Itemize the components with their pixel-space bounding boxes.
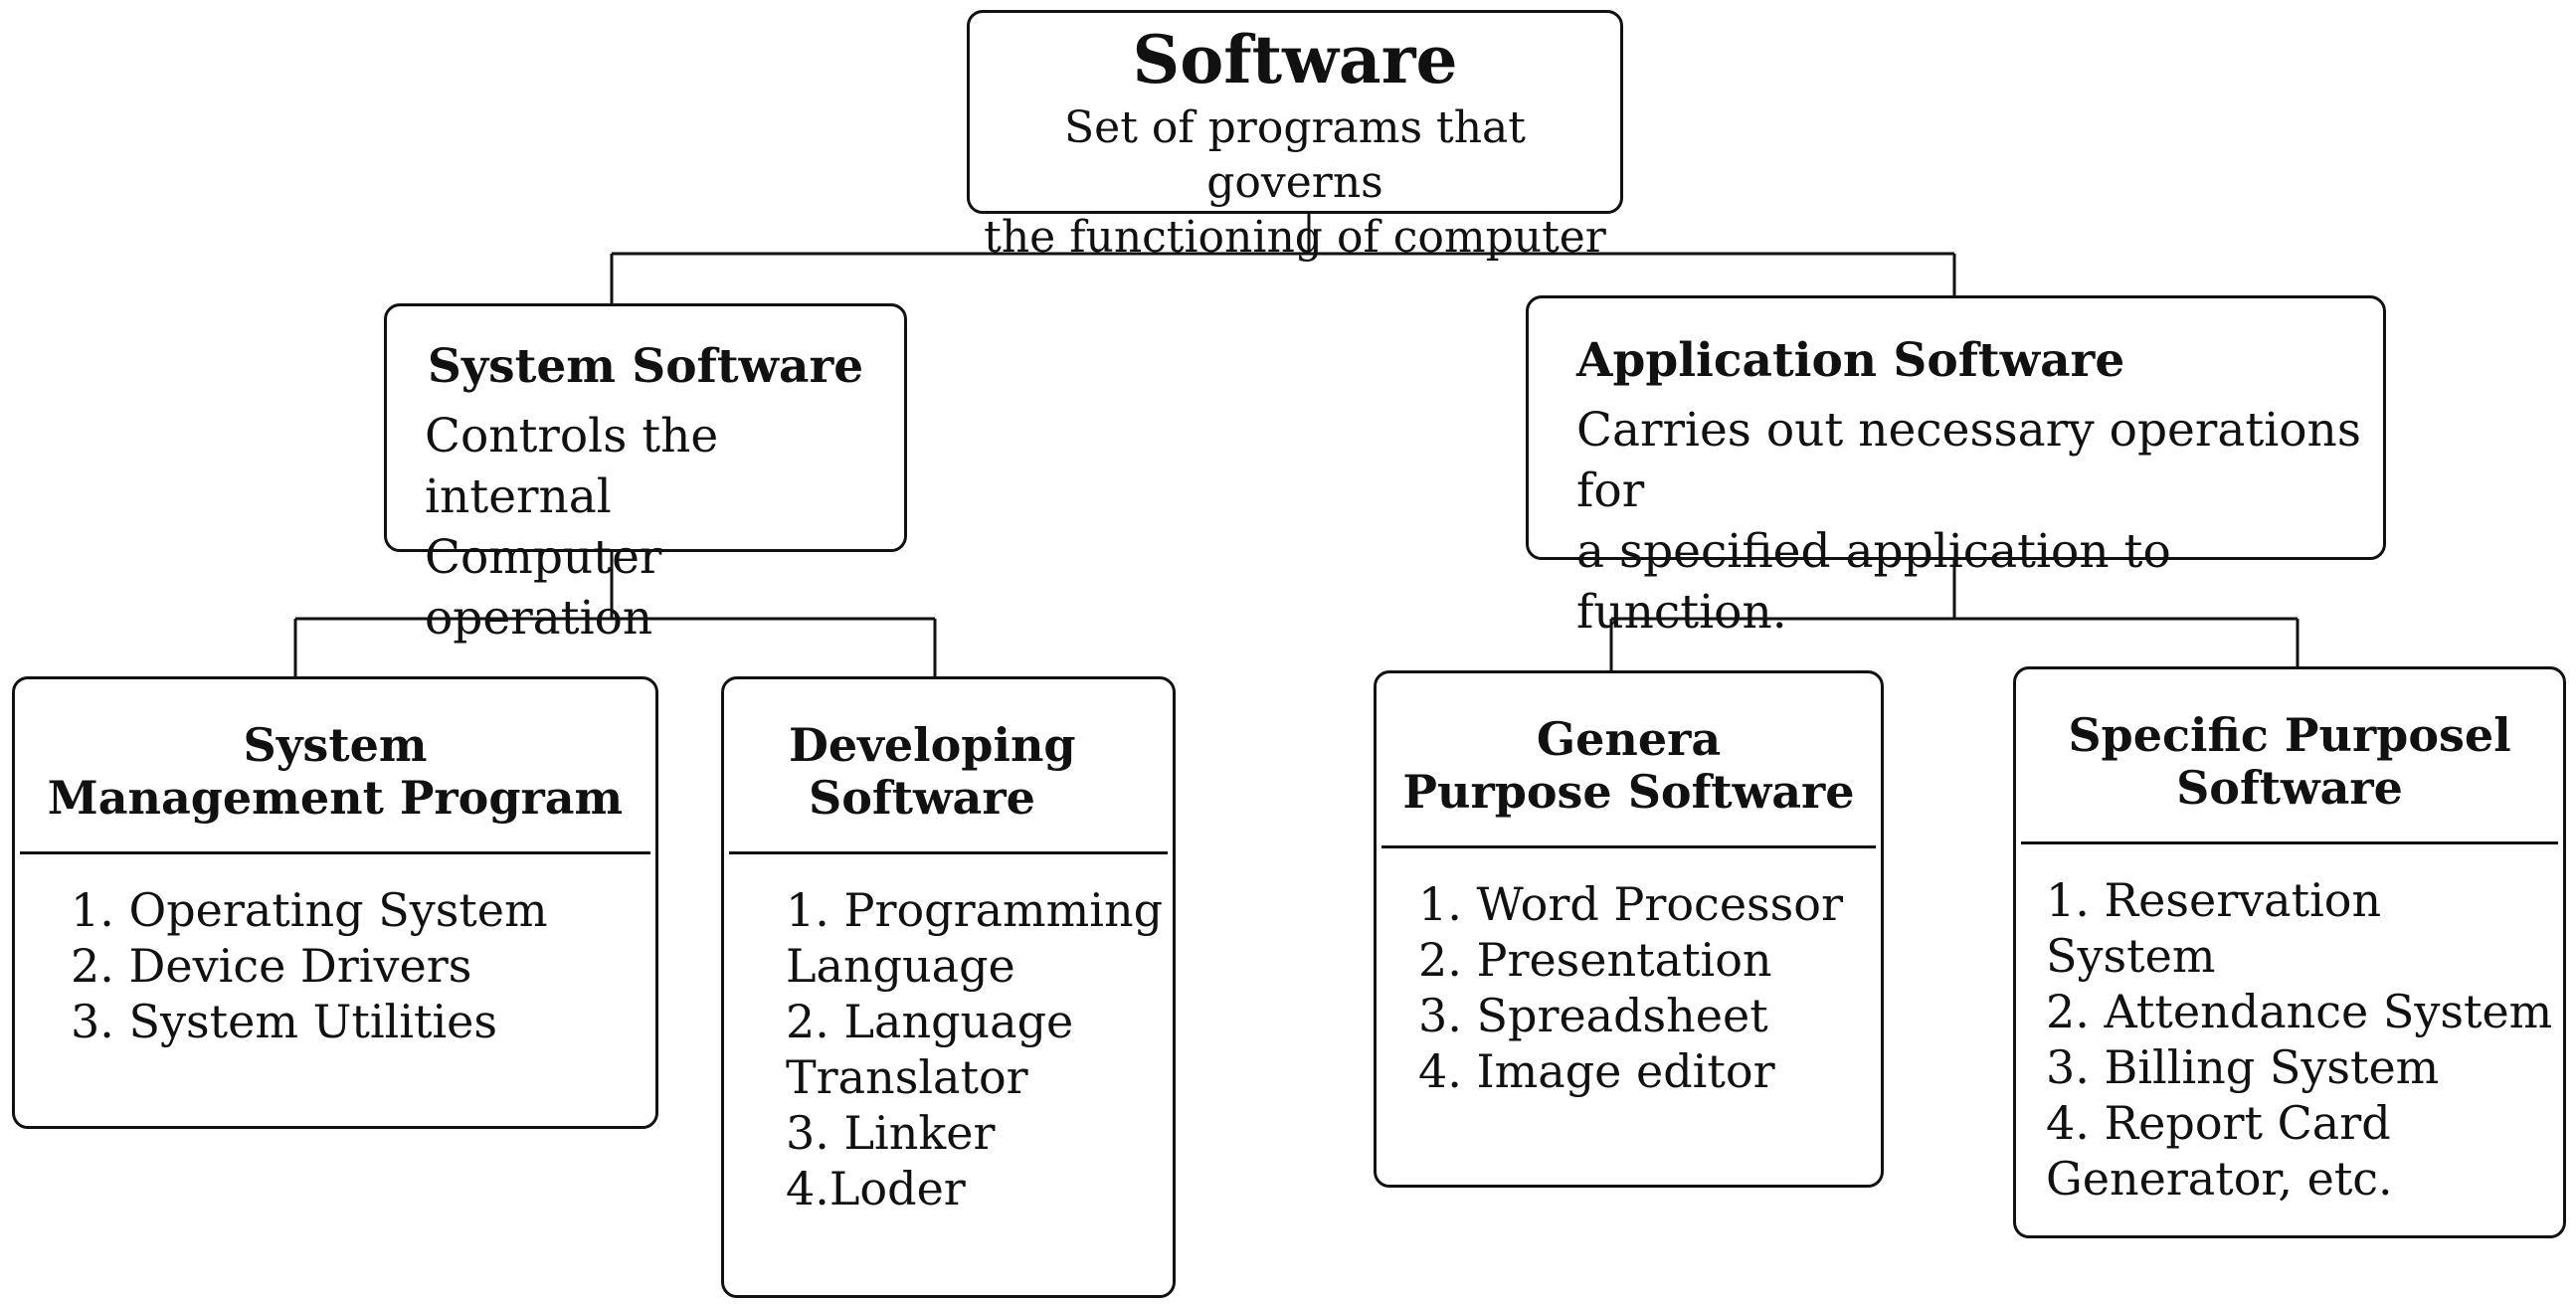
system-software-description-line-2: Computer operation bbox=[425, 530, 662, 647]
system-software-title: System Software bbox=[427, 339, 864, 394]
specific-purpose-software-title-line-2: Software bbox=[2176, 760, 2403, 815]
list-item: 3. Billing System bbox=[2046, 1040, 2440, 1094]
list-item: 3. Linker bbox=[786, 1106, 996, 1160]
application-software-title: Application Software bbox=[1576, 333, 2125, 388]
system-management-program-title-line-2: Management Program bbox=[47, 770, 624, 825]
software-description-line-1: Set of programs that governs bbox=[1064, 101, 1526, 208]
system-management-program-node: System Management Program 1. Operating S… bbox=[12, 676, 658, 1129]
list-item: 3. Spreadsheet bbox=[1418, 989, 1768, 1042]
system-software-node: System Software Controls the internal Co… bbox=[384, 303, 907, 646]
list-item: 1. Word Processor bbox=[1418, 877, 1843, 931]
application-software-node: Application Software Carries out necessa… bbox=[1526, 295, 2386, 640]
list-item: 4.Loder bbox=[786, 1162, 966, 1215]
specific-purpose-software-title: Specific Purposel Software bbox=[2021, 669, 2558, 844]
software-description-line-2: the functioning of computer bbox=[984, 211, 1606, 263]
software-description: Set of programs that governs the functio… bbox=[970, 100, 1620, 265]
list-item: Translator bbox=[786, 1050, 1028, 1104]
specific-purpose-software-title-line-1: Specific Purposel bbox=[2068, 708, 2511, 762]
developing-software-title-line-2: Software bbox=[809, 770, 1035, 825]
software-root-node: Software Set of programs that governs th… bbox=[967, 10, 1623, 263]
general-purpose-software-title-line-2: Purpose Software bbox=[1402, 764, 1855, 819]
list-item: 4. Report Card bbox=[2046, 1096, 2391, 1150]
list-item: Generator, etc. bbox=[2046, 1152, 2393, 1206]
system-management-program-list: 1. Operating System 2. Device Drivers 3.… bbox=[15, 854, 655, 1049]
software-title: Software bbox=[1132, 21, 1458, 98]
general-purpose-software-title: Genera Purpose Software bbox=[1381, 673, 1876, 848]
system-management-program-title-line-1: System bbox=[243, 718, 428, 772]
developing-software-node: Developing Software 1. Programming Langu… bbox=[721, 676, 1176, 1298]
specific-purpose-software-node: Specific Purposel Software 1. Reservatio… bbox=[2013, 666, 2566, 1238]
developing-software-title: Developing Software bbox=[729, 679, 1168, 854]
general-purpose-software-node: Genera Purpose Software 1. Word Processo… bbox=[1374, 670, 1884, 1188]
list-item: 1. Operating System bbox=[71, 883, 548, 937]
system-software-description-line-1: Controls the internal bbox=[425, 409, 719, 525]
list-item: 3. System Utilities bbox=[71, 995, 497, 1048]
list-item: 2. Attendance System bbox=[2046, 985, 2553, 1038]
list-item: Language bbox=[786, 939, 1015, 993]
developing-software-title-line-1: Developing bbox=[789, 718, 1076, 772]
specific-purpose-software-list: 1. Reservation System 2. Attendance Syst… bbox=[2016, 844, 2563, 1207]
list-item: 2. Device Drivers bbox=[71, 939, 472, 993]
list-item: 2. Language bbox=[786, 995, 1074, 1048]
list-item: 2. Presentation bbox=[1418, 933, 1772, 987]
system-management-program-title: System Management Program bbox=[20, 679, 650, 854]
general-purpose-software-title-line-1: Genera bbox=[1536, 712, 1722, 766]
developing-software-list: 1. Programming Language 2. Language Tran… bbox=[724, 854, 1173, 1216]
list-item: 4. Image editor bbox=[1418, 1044, 1775, 1098]
list-item: 1. Programming bbox=[786, 883, 1164, 937]
application-software-description-line-1: Carries out necessary operations for bbox=[1576, 403, 2361, 519]
general-purpose-software-list: 1. Word Processor 2. Presentation 3. Spr… bbox=[1377, 848, 1881, 1099]
application-software-description-line-2: a specified application to function. bbox=[1576, 524, 2171, 641]
list-item: 1. Reservation System bbox=[2046, 873, 2382, 983]
system-software-description: Controls the internal Computer operation bbox=[387, 406, 904, 649]
application-software-description: Carries out necessary operations for a s… bbox=[1529, 400, 2383, 643]
